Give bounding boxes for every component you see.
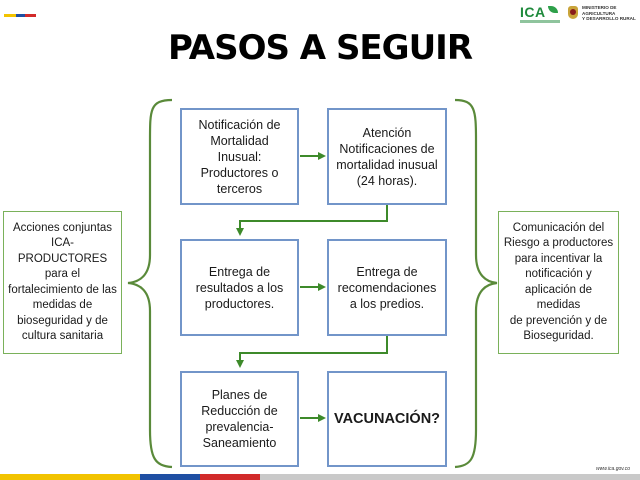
side-left-line6: bioseguridad y de	[17, 314, 108, 327]
step-box-resultados: Entrega de resultados a los productores.	[180, 239, 299, 336]
footer-website: www.ica.gov.co	[596, 466, 631, 472]
side-right-line1: Comunicación del	[512, 221, 605, 234]
step5-line2: Reducción de	[201, 404, 278, 418]
side-right-line6: de prevención y de	[509, 314, 608, 327]
step5-line3: prevalencia-	[205, 420, 274, 434]
logo-underline	[520, 20, 560, 23]
elbow-4-5	[236, 336, 388, 368]
ministry-label: MINISTERIO DE AGRICULTURA Y DESARROLLO R…	[582, 5, 638, 22]
step2-line2: Notificaciones de	[339, 141, 435, 156]
step2-line4: (24 horas).	[356, 173, 418, 188]
step-box-notificacion: Notificación de Mortalidad Inusual: Prod…	[180, 108, 299, 205]
side-box-right: Comunicación del Riesgo a productores pa…	[498, 211, 619, 354]
ministry-line1: MINISTERIO DE AGRICULTURA	[582, 5, 617, 16]
side-left-line5: medidas de	[32, 299, 93, 311]
step5-line1: Planes de	[211, 388, 268, 402]
step3-line2: resultados a los	[195, 280, 284, 295]
flag-stripe-red	[25, 14, 36, 17]
side-right-line5: aplicación de medidas	[524, 283, 593, 312]
step-box-recomendaciones: Entrega de recomendaciones a los predios…	[327, 239, 447, 336]
side-left-line1: Acciones conjuntas	[12, 221, 113, 234]
left-brace	[127, 98, 173, 469]
footer-stripe-green	[260, 474, 640, 480]
step2-line3: mortalidad inusual	[336, 157, 438, 172]
side-left-line4: fortalecimiento de las	[8, 283, 117, 296]
step1-line1: Notificación de	[198, 117, 281, 132]
step1-line4: terceros	[216, 181, 263, 196]
side-left-line3: para el	[44, 268, 81, 280]
step-box-atencion: Atención Notificaciones de mortalidad in…	[327, 108, 447, 205]
step3-line1: Entrega de	[208, 264, 271, 279]
side-left-line7: cultura sanitaria	[21, 330, 104, 342]
side-right-line3: para incentivar la	[514, 252, 603, 265]
step-box-planes: Planes de Reducción de prevalencia- Sane…	[180, 371, 299, 467]
coat-of-arms-icon	[568, 6, 578, 19]
elbow-2-3	[236, 205, 388, 236]
side-box-left: Acciones conjuntas ICA-PRODUCTORES para …	[3, 211, 122, 354]
footer-stripe-red	[200, 474, 260, 480]
step-box-vacunacion: VACUNACIÓN?	[327, 371, 447, 467]
step2-line1: Atención	[362, 125, 412, 140]
page-title: PASOS A SEGUIR	[167, 28, 473, 68]
flag-stripe-blue	[16, 14, 25, 17]
ministry-line2: Y DESARROLLO RURAL	[582, 16, 636, 21]
step4-line1: Entrega de	[356, 264, 418, 279]
side-right-line4: notificación y	[525, 268, 592, 280]
footer-stripe-blue	[140, 474, 200, 480]
ica-logo: ICA	[520, 4, 546, 20]
step5-line4: Saneamiento	[202, 436, 277, 450]
step4-line3: a los predios.	[349, 296, 425, 311]
leaf-icon	[548, 6, 558, 13]
side-left-line2: ICA-PRODUCTORES	[17, 237, 108, 265]
footer-stripe-yellow	[0, 474, 140, 480]
right-brace	[454, 98, 498, 469]
step6-line1: VACUNACIÓN?	[333, 411, 441, 427]
side-right-line7: Bioseguridad.	[523, 330, 594, 342]
flag-stripe-yellow	[4, 14, 16, 17]
step3-line3: productores.	[204, 296, 275, 311]
step4-line2: recomendaciones	[337, 280, 437, 295]
side-right-line2: Riesgo a productores	[503, 237, 614, 249]
step1-line2: Mortalidad Inusual:	[210, 133, 269, 164]
step1-line3: Productores o	[200, 165, 279, 180]
